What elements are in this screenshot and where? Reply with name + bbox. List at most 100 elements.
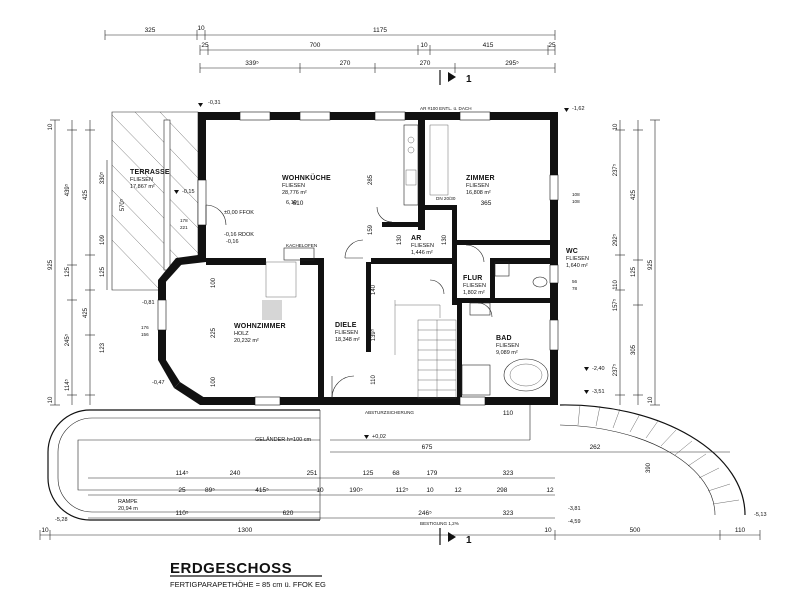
watermark-block [262, 300, 282, 320]
svg-text:10: 10 [41, 527, 49, 534]
drawing-title: ERDGESCHOSS [170, 560, 292, 577]
svg-text:-0,81: -0,81 [142, 300, 155, 306]
dim-top-5: 700 [310, 42, 321, 49]
dim-top-11: 270 [420, 60, 431, 67]
svg-text:68: 68 [392, 470, 400, 477]
dimension-labels-left: 10 439⁵ 925 425 125 245⁵ 425 123 114⁵ 10… [48, 123, 126, 403]
curved-stair [559, 404, 746, 516]
svg-text:110: 110 [503, 410, 514, 417]
svg-text:FLIESEN: FLIESEN [496, 343, 519, 349]
dim-right-7: 110 [613, 280, 619, 290]
kitchen-counter [403, 124, 449, 206]
svg-text:139⁵: 139⁵ [370, 328, 377, 341]
room-label-diele: DIELE FLIESEN 18,348 m² [335, 322, 360, 343]
dim-left-11: 570⁵ [119, 198, 126, 211]
svg-text:-3,51: -3,51 [592, 389, 605, 395]
dim-right-5: 925 [648, 259, 654, 270]
svg-text:89⁵: 89⁵ [205, 487, 215, 494]
svg-text:-0,31: -0,31 [208, 100, 221, 106]
inner-dimensions: 285 365 610 225 100 100 178 221 176 156 … [141, 174, 580, 417]
dim-left-12: 330⁵ [99, 171, 106, 184]
svg-text:-0,16: -0,16 [226, 239, 239, 245]
svg-text:125: 125 [363, 470, 374, 477]
svg-text:25: 25 [178, 487, 186, 494]
svg-text:365: 365 [481, 200, 492, 207]
svg-text:251: 251 [307, 470, 318, 477]
note-kachelofen: KACHELOFEN [286, 243, 317, 248]
room-label-wc: WC FLIESEN 1,640 m² [566, 248, 589, 269]
svg-text:156: 156 [141, 332, 149, 337]
svg-text:110: 110 [735, 527, 746, 534]
dimension-chains-bottom [39, 451, 761, 540]
svg-text:100: 100 [211, 376, 217, 387]
dim-right-12: 390 [646, 462, 652, 473]
dimension-chains-right [615, 119, 660, 406]
room-label-wohnzimmer: WOHNZIMMER HOLZ 20,232 m² [234, 323, 286, 344]
svg-text:-5,28: -5,28 [55, 517, 68, 523]
room-label-bad: BAD FLIESEN 9,089 m² [496, 335, 519, 356]
svg-text:323: 323 [503, 510, 514, 517]
svg-text:FLIESEN: FLIESEN [411, 243, 434, 249]
ramp [47, 405, 531, 521]
svg-text:12: 12 [454, 487, 462, 494]
doors [205, 204, 493, 399]
dim-top-12: 295⁵ [505, 60, 519, 67]
dim-left-5: 125 [65, 266, 71, 277]
svg-text:20,94 m: 20,94 m [118, 506, 138, 512]
bathroom-fixtures [461, 261, 549, 396]
dim-left-8: 123 [100, 342, 106, 353]
svg-text:9,089 m²: 9,089 m² [496, 350, 518, 356]
svg-text:-0,47: -0,47 [152, 380, 165, 386]
svg-text:-4,59: -4,59 [568, 519, 581, 525]
dim-right-4: 292⁵ [612, 233, 619, 246]
dim-top-6: 10 [420, 42, 428, 49]
svg-text:323: 323 [503, 470, 514, 477]
svg-text:12: 12 [546, 487, 554, 494]
dim-left-14: 125 [100, 266, 106, 277]
svg-text:1,446 m²: 1,446 m² [411, 250, 433, 256]
section-marker-bottom: 1 [439, 528, 472, 546]
svg-text:6,10: 6,10 [286, 200, 297, 206]
svg-text:-1,62: -1,62 [572, 106, 585, 112]
dim-right-6: 125 [631, 266, 637, 277]
room-label-terrasse: TERRASSE FLIESEN 17,867 m² [130, 169, 170, 190]
svg-text:-5,13: -5,13 [754, 512, 767, 518]
dim-right-3: 425 [631, 189, 637, 200]
svg-text:-3,81: -3,81 [568, 506, 581, 512]
section-marker-label-top: 1 [466, 74, 472, 85]
svg-text:BAD: BAD [496, 335, 512, 342]
dim-left-13: 109 [100, 234, 106, 245]
svg-text:221: 221 [180, 225, 188, 230]
svg-text:159: 159 [368, 224, 374, 235]
dim-top-4: 25 [201, 42, 209, 49]
note-rdok: -0,16 RDOK [224, 232, 254, 238]
room-label-zimmer: ZIMMER FLIESEN 16,808 m² [466, 175, 495, 196]
svg-text:FLIESEN: FLIESEN [282, 183, 305, 189]
svg-text:140: 140 [371, 284, 377, 295]
svg-text:114⁵: 114⁵ [175, 470, 188, 477]
svg-text:FLIESEN: FLIESEN [335, 330, 358, 336]
dimension-labels-right: 10 237⁵ 425 292⁵ 925 125 110 157⁵ 305 23… [612, 123, 654, 473]
staircase [394, 300, 457, 399]
svg-text:1,640 m²: 1,640 m² [566, 263, 588, 269]
svg-text:10: 10 [426, 487, 434, 494]
svg-text:20,232 m²: 20,232 m² [234, 338, 259, 344]
svg-text:285: 285 [368, 174, 374, 185]
svg-text:130: 130 [442, 234, 448, 245]
svg-text:FLIESEN: FLIESEN [466, 183, 489, 189]
svg-text:240: 240 [230, 470, 241, 477]
svg-text:WOHNKÜCHE: WOHNKÜCHE [282, 173, 331, 182]
note-gelaender: GELÄNDER h=100 cm [255, 436, 312, 443]
dimension-chains-left [50, 119, 108, 406]
svg-text:FLUR: FLUR [463, 275, 482, 282]
svg-text:298: 298 [497, 487, 508, 494]
svg-text:110: 110 [371, 375, 377, 385]
dim-right-2: 237⁵ [612, 163, 619, 176]
svg-text:-2,40: -2,40 [592, 366, 605, 372]
svg-text:176: 176 [141, 325, 149, 330]
svg-text:78: 78 [572, 286, 578, 291]
dim-left-7: 425 [83, 307, 89, 318]
stove [265, 247, 315, 298]
note-ffok: ±0,00 FFOK [224, 210, 254, 216]
